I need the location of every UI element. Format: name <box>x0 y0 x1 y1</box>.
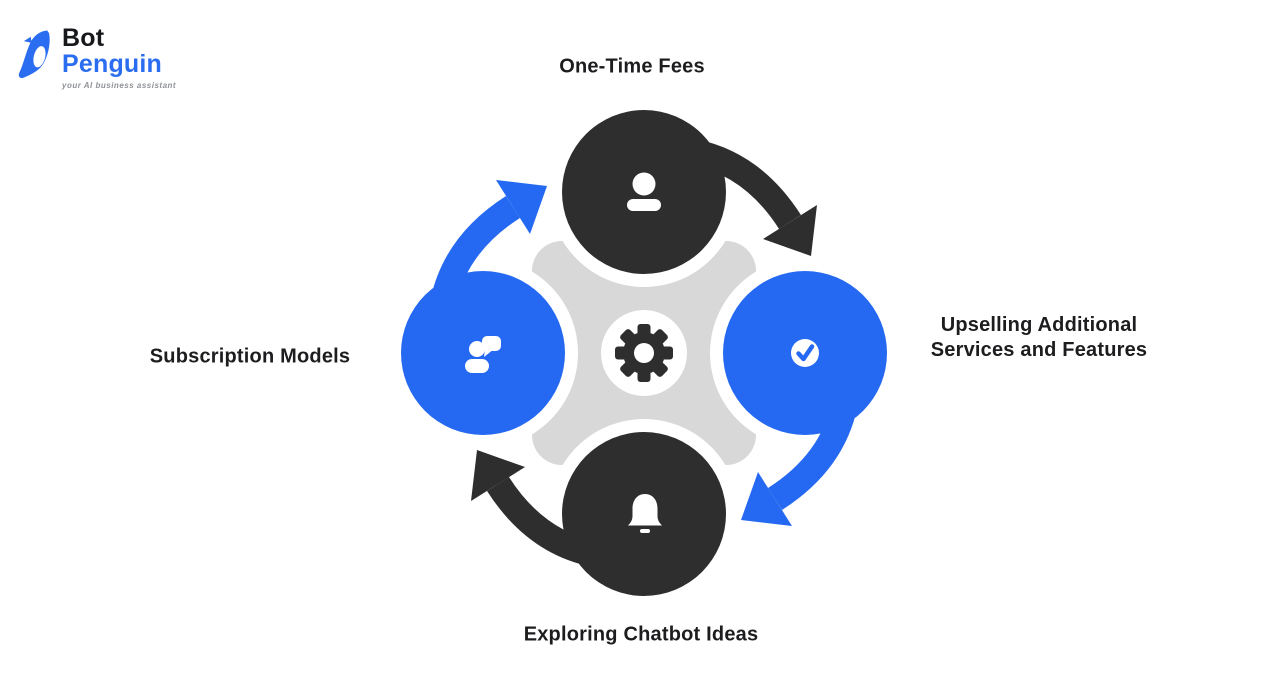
label-upselling-line2: Services and Features <box>930 339 1148 361</box>
label-one-time-fees: One-Time Fees <box>559 55 705 78</box>
label-upselling-additional-services: Upselling Additional Services and Featur… <box>931 313 1148 363</box>
logo-word-bot: Bot <box>62 24 105 52</box>
logo-word-penguin: Penguin <box>62 50 163 78</box>
gear-icon <box>615 324 673 382</box>
botpenguin-logo: Bot Penguin your AI business assistant <box>16 26 176 90</box>
user-icon <box>627 172 661 211</box>
label-upselling-line1: Upselling Additional <box>940 314 1138 336</box>
logo-tagline: your AI business assistant <box>62 81 177 90</box>
label-subscription-models: Subscription Models <box>149 345 351 368</box>
bell-icon <box>628 494 662 533</box>
users-chat-icon <box>465 336 501 373</box>
label-exploring-chatbot-ideas: Exploring Chatbot Ideas <box>523 623 759 646</box>
logo-text: Bot Penguin your AI business assistant <box>62 24 177 91</box>
check-icon <box>791 339 819 367</box>
penguin-icon <box>18 30 50 79</box>
